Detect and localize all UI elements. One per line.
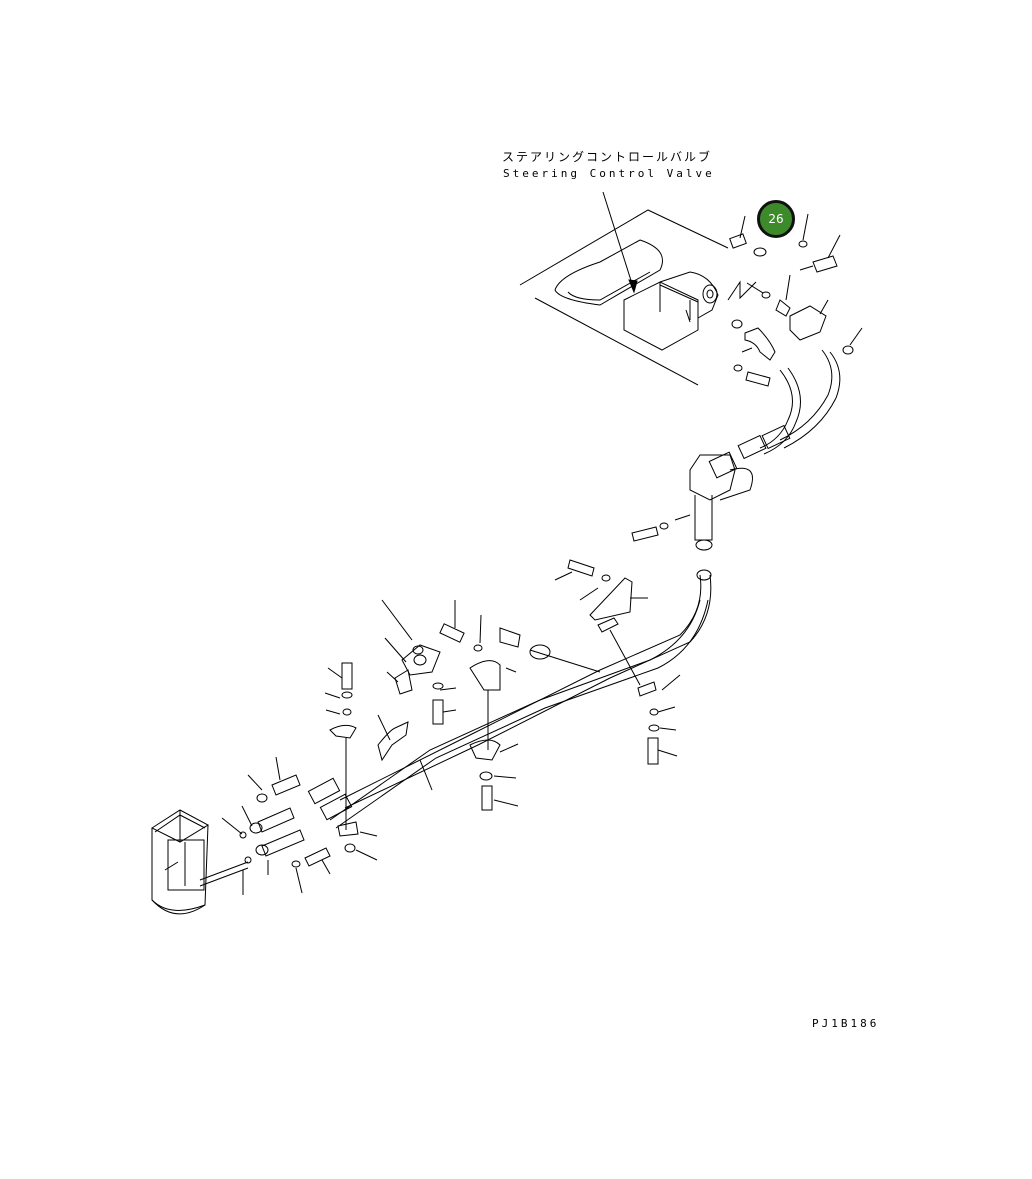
valve-port-fittings — [686, 310, 775, 386]
callout-number: 26 — [768, 212, 784, 226]
left-flange-assembly — [378, 600, 456, 760]
drawing-code: PJ1B186 — [812, 1017, 880, 1030]
floor-plate-outline — [520, 210, 728, 385]
part-callout-badge[interactable]: 26 — [757, 200, 795, 238]
left-bolt-stack — [325, 663, 377, 860]
valve-leader-arrow — [603, 192, 637, 292]
upper-fittings — [728, 214, 862, 354]
steering-cylinder-base — [152, 810, 248, 914]
hose-assembly-upper — [738, 350, 840, 458]
steering-tubes — [308, 570, 711, 828]
steering-control-valve — [624, 272, 718, 350]
center-clamp-assembly — [440, 600, 520, 810]
mounting-brackets — [555, 560, 680, 764]
center-leaders — [420, 760, 432, 790]
component-label-japanese: ステアリングコントロールバルブ — [502, 150, 713, 164]
component-label-english: Steering Control Valve — [503, 167, 715, 180]
left-hose-fittings — [222, 757, 330, 895]
tee-block-fitting — [632, 452, 753, 550]
